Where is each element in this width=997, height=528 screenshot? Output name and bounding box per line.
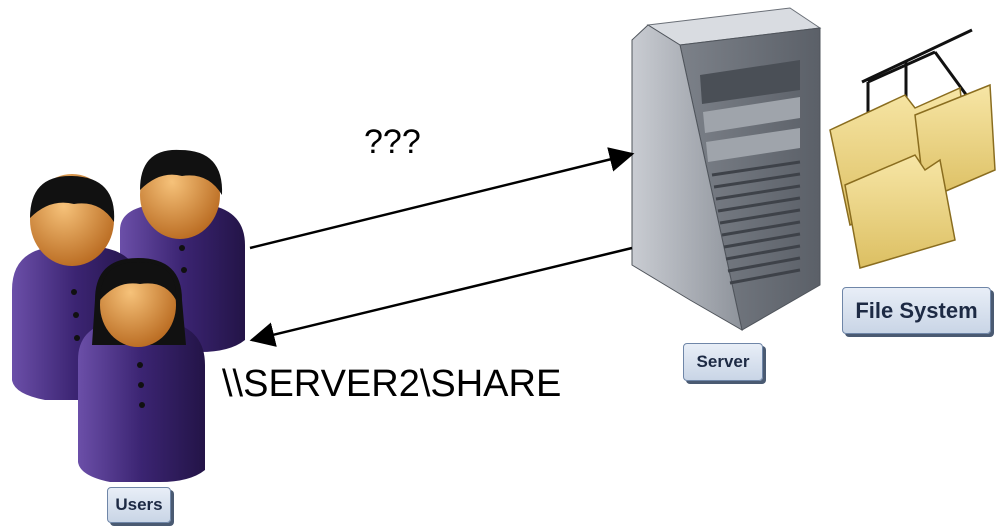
request-label: ??? xyxy=(364,123,421,161)
response-path-label: \\SERVER2\SHARE xyxy=(222,363,562,405)
file-system-icon xyxy=(829,28,996,269)
server-icon xyxy=(631,7,822,331)
file-system-label: File System xyxy=(842,287,991,334)
server-label: Server xyxy=(683,343,763,381)
request-arrow xyxy=(249,147,635,250)
users-icon xyxy=(12,149,245,482)
response-arrow xyxy=(249,246,633,347)
server-vents xyxy=(711,160,801,285)
user-figure-front xyxy=(78,258,205,482)
users-label: Users xyxy=(107,487,171,523)
